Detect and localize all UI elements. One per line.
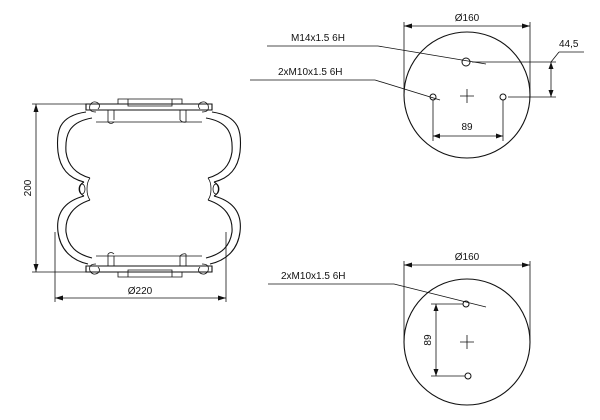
bottom-plate-diameter-label: Ø160 <box>455 252 480 263</box>
top-plate-diameter-dimension: Ø160 <box>403 13 531 95</box>
top-bead-plate <box>85 98 213 124</box>
bottom-plate-view: Ø160 2xM10x1.5 6H 89 <box>268 252 531 406</box>
bottom-bead-plate <box>85 252 213 278</box>
top-plate-diameter-label: Ø160 <box>455 13 480 24</box>
top-holes-label: 2xM10x1.5 6H <box>278 67 342 78</box>
top-plate-view: Ø160 M14x1.5 6H 2xM10x1.5 6H 44,5 <box>250 13 584 159</box>
bottom-plate-diameter-dimension: Ø160 <box>403 252 531 342</box>
girdle-ring <box>78 177 220 201</box>
top-plate-hole-right <box>499 93 507 101</box>
top-hole-spacing-dimension: 89 <box>432 100 504 141</box>
bottom-plate-hole-bottom <box>464 372 472 380</box>
bottom-hole-spacing-dimension: 89 <box>423 303 465 377</box>
upper-convolution <box>56 111 242 183</box>
offset-label: 44,5 <box>559 39 579 50</box>
center-thread-label: M14x1.5 6H <box>291 33 345 44</box>
top-plate-center-mark <box>460 89 474 103</box>
bottom-plate-leader: 2xM10x1.5 6H <box>268 271 487 308</box>
bottom-hole-spacing-label: 89 <box>423 334 434 346</box>
diameter-dimension: Ø220 <box>54 232 227 302</box>
height-dimension: 200 <box>23 103 86 273</box>
top-plate-leaders: M14x1.5 6H 2xM10x1.5 6H <box>250 33 487 101</box>
offset-dimension: 44,5 <box>472 39 584 98</box>
height-label: 200 <box>23 179 34 196</box>
top-hole-spacing-label: 89 <box>461 122 473 133</box>
side-view: 200 Ø220 <box>23 98 242 302</box>
bottom-holes-label: 2xM10x1.5 6H <box>281 271 345 282</box>
bottom-plate-center-mark <box>460 335 474 349</box>
lower-convolution <box>57 195 241 265</box>
diameter-label: Ø220 <box>128 286 153 297</box>
top-plate-center-thread-hole <box>461 57 471 67</box>
